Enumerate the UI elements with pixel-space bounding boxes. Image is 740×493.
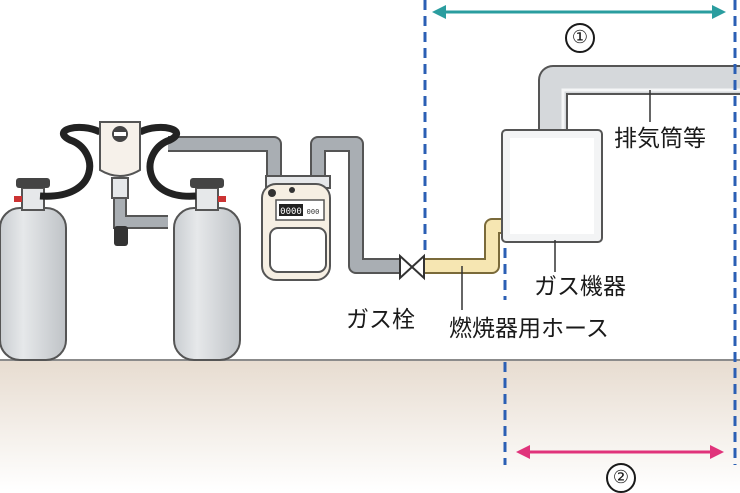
range-1-arrow: [432, 5, 726, 19]
gas-cylinder-right: [173, 178, 241, 361]
combustion-hose: [424, 218, 506, 274]
gas-pipe: [168, 136, 402, 274]
range-2-marker: ②: [606, 463, 636, 493]
pigtail-hoses: [39, 123, 197, 200]
meter-unit: 000: [307, 208, 320, 216]
range-1-marker: ①: [565, 23, 595, 53]
gas-appliance: [501, 129, 603, 243]
exhaust-label: 排気筒等: [614, 126, 706, 152]
hose-label: 燃焼器用ホース: [449, 316, 609, 342]
appliance-label: ガス機器: [534, 274, 626, 300]
regulator: [99, 121, 168, 246]
gas-cylinder-left: [0, 178, 67, 361]
exhaust-duct: [538, 65, 740, 132]
meter-reading: 0000: [280, 207, 302, 217]
gas-meter: [261, 175, 331, 281]
gas-valve-label: ガス栓: [346, 307, 415, 333]
gas-valve-icon: [399, 253, 425, 281]
range-2-arrow: [516, 445, 724, 459]
